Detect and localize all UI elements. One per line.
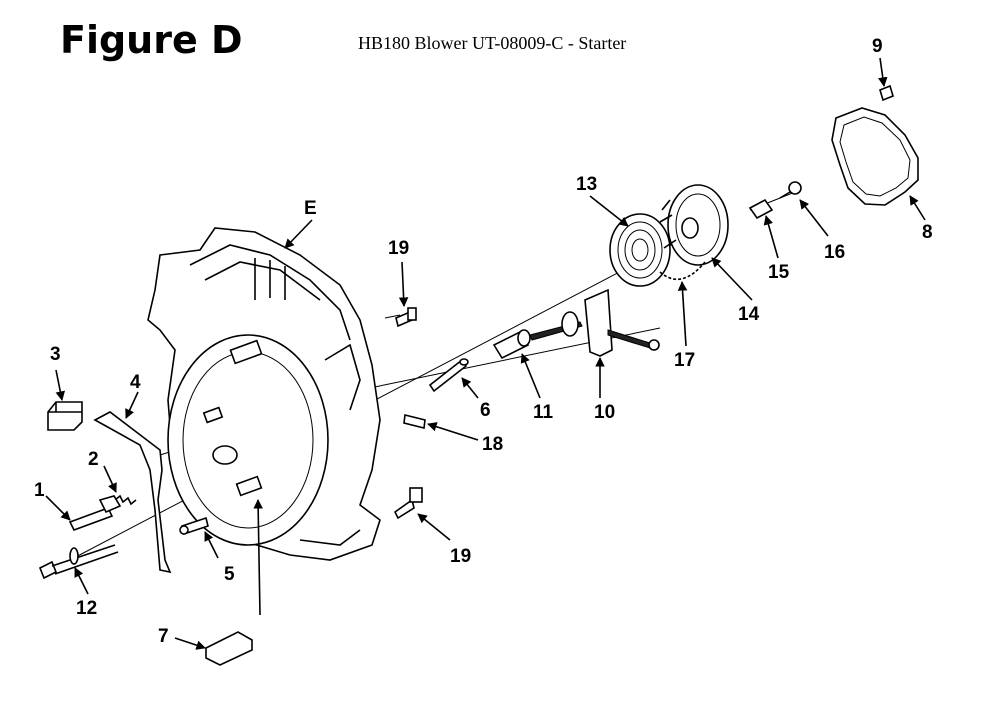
callout-12: 12 [76,598,97,619]
callout-4: 4 [130,372,141,393]
callout-19-lower: 19 [450,546,471,567]
part-19-screw-lower [393,487,423,520]
callout-8: 8 [922,222,933,243]
callout-16: 16 [824,242,845,263]
part-2-spring [114,494,137,506]
part-7-pad [205,631,253,666]
part-10-handle [561,288,660,357]
part-12-bolt [38,544,119,580]
part-9-screw [879,84,894,102]
part-4-lever [93,411,172,574]
callout-11: 11 [533,402,554,423]
diagram-title: HB180 Blower UT-08009-C - Starter [358,33,627,53]
part-13-recoil-spring [609,213,671,287]
callout-E: E [304,198,317,219]
callout-3: 3 [50,344,61,365]
part-14-pulley [659,184,729,266]
callout-17: 17 [674,350,695,371]
figure-label: Figure D [60,18,243,62]
callout-13: 13 [576,174,597,195]
part-19-screw-upper [395,307,417,328]
part-3-block [47,401,83,431]
callout-1: 1 [34,480,45,501]
part-15-ratchet [748,198,774,220]
callout-18: 18 [482,434,503,455]
callout-6: 6 [480,400,491,421]
part-18-screw [403,414,426,429]
callout-14: 14 [738,304,760,325]
blower-housing [147,227,381,561]
callout-10: 10 [594,402,615,423]
callout-7: 7 [158,626,169,647]
callout-5: 5 [224,564,235,585]
callout-9: 9 [872,36,883,57]
part-1-pin [68,495,122,531]
callout-2: 2 [88,449,99,470]
callout-15: 15 [768,262,790,283]
part-17-rope [659,261,706,281]
leader-arrows [45,57,926,650]
part-6-screw [428,358,469,393]
part-5-screw [179,516,209,536]
callout-19-upper: 19 [388,238,409,259]
part-8-gasket [831,107,919,206]
part-16-screw [779,181,802,199]
